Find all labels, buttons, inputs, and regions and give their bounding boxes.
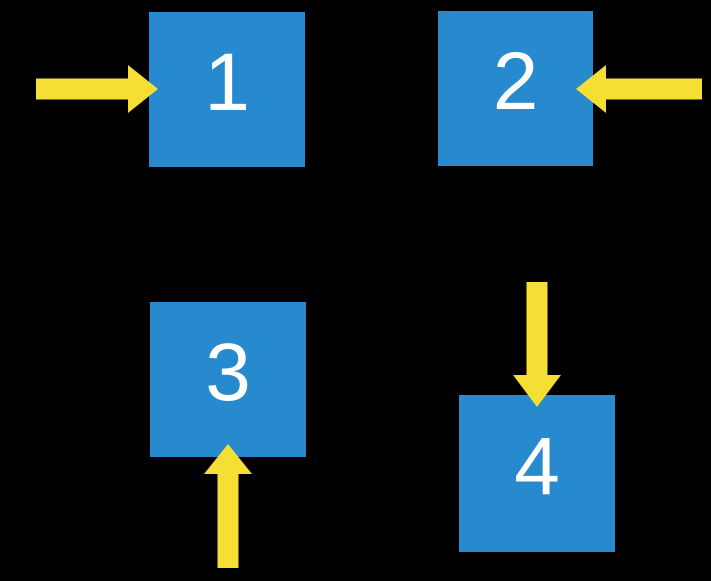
- arrow-right-shape: [36, 65, 158, 113]
- box-3: 3: [150, 302, 306, 457]
- box-3-label: 3: [205, 326, 251, 418]
- arrow-up-shape: [204, 444, 252, 568]
- arrow-up-into-box-3: [204, 444, 252, 568]
- box-2-label: 2: [492, 35, 539, 127]
- box-1: 1: [149, 12, 305, 167]
- box-2: 2: [438, 11, 593, 166]
- box-4: 4: [459, 395, 615, 552]
- arrow-left-shape: [576, 65, 702, 113]
- arrow-right-into-box-1: [36, 65, 158, 113]
- box-1-label: 1: [204, 36, 250, 128]
- box-4-label: 4: [514, 420, 560, 512]
- arrow-down-into-box-4: [513, 282, 561, 407]
- arrow-left-into-box-2: [576, 65, 702, 113]
- arrow-down-shape: [513, 282, 561, 407]
